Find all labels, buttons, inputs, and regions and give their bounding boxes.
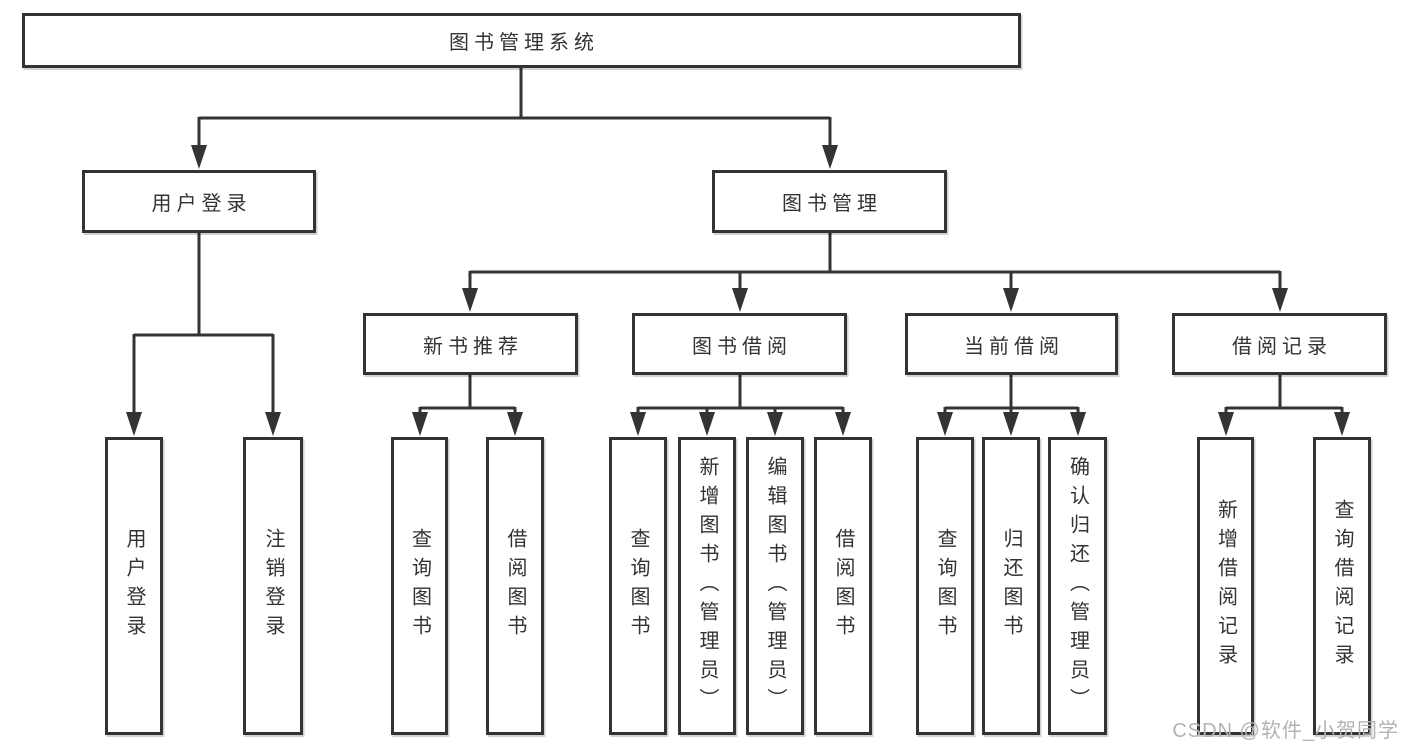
- connector-book-borrowing-to-children: [636, 375, 845, 415]
- node-borrowing-records: 借阅记录: [1172, 313, 1387, 375]
- leaf-query-books-current: 查询图书: [916, 437, 974, 735]
- leaf-add-books-admin: 新增图书（管理员）: [678, 437, 736, 735]
- connector-current-borrowing-to-children: [943, 375, 1080, 415]
- connector-book-management-to-level3: [468, 233, 1282, 291]
- node-new-book-recommend: 新书推荐: [363, 313, 578, 375]
- leaf-user-login: 用户登录: [105, 437, 163, 735]
- node-library-management-system: 图书管理系统: [22, 13, 1021, 68]
- leaf-edit-books-admin: 编辑图书（管理员）: [746, 437, 804, 735]
- leaf-return-books: 归还图书: [982, 437, 1040, 735]
- arrowheads: [126, 145, 1350, 436]
- leaf-query-books-borrowing: 查询图书: [609, 437, 667, 735]
- connector-user-login-to-children: [132, 233, 275, 414]
- leaf-borrow-books-recommend: 借阅图书: [486, 437, 544, 735]
- watermark: CSDN @软件_小贺同学: [1172, 720, 1399, 742]
- connector-borrowing-records-to-children: [1224, 375, 1344, 415]
- node-current-borrowing: 当前借阅: [905, 313, 1118, 375]
- node-book-management: 图书管理: [712, 170, 947, 233]
- leaf-query-borrow-record: 查询借阅记录: [1313, 437, 1371, 735]
- leaf-query-books-recommend: 查询图书: [391, 437, 448, 735]
- node-book-borrowing: 图书借阅: [632, 313, 847, 375]
- leaf-logout-login: 注销登录: [243, 437, 303, 735]
- leaf-add-borrow-record: 新增借阅记录: [1197, 437, 1254, 735]
- connector-root-to-level2: [197, 68, 832, 147]
- connector-new-book-recommend-to-children: [418, 375, 517, 415]
- node-user-login: 用户登录: [82, 170, 316, 233]
- leaf-borrow-books-borrowing: 借阅图书: [814, 437, 872, 735]
- leaf-confirm-return-admin: 确认归还（管理员）: [1048, 437, 1107, 735]
